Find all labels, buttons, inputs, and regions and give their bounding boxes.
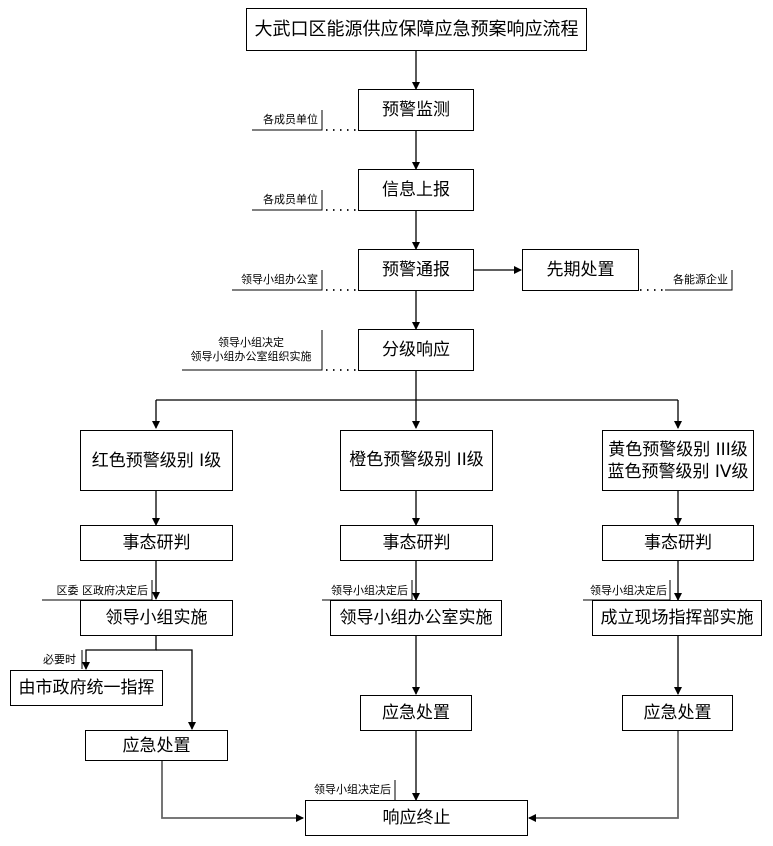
flow-title: 大武口区能源供应保障应急预案响应流程 [246,8,587,51]
note-graded-party-line1: 领导小组决定 [218,336,284,349]
node-warning-monitoring[interactable]: 预警监测 [358,89,474,131]
node-orange-assess[interactable]: 事态研判 [340,525,493,561]
note-orange-decision: 领导小组决定后 [331,584,408,597]
node-warning-notice[interactable]: 预警通报 [358,249,474,291]
node-yellow-blue-level[interactable]: 黄色预警级别 III级 蓝色预警级别 IV级 [602,430,754,491]
node-red-handle[interactable]: 应急处置 [85,730,228,761]
node-orange-handle[interactable]: 应急处置 [360,695,472,731]
blue-level-label: 蓝色预警级别 IV级 [607,461,749,482]
note-bracket-early [665,270,733,291]
red-handle-to-end [161,760,304,822]
node-red-city-command[interactable]: 由市政府统一指挥 [10,670,163,706]
node-red-level[interactable]: 红色预警级别 I级 [80,430,233,491]
yellow-handle-to-end [528,730,679,822]
note-bracket-notice [232,270,323,291]
note-early-party: 各能源企业 [673,273,728,286]
note-report-party: 各成员单位 [263,193,318,206]
node-yellow-assess[interactable]: 事态研判 [602,525,754,561]
red-implement-to-handle [156,649,196,730]
note-monitoring-party: 各成员单位 [263,113,318,126]
node-early-response[interactable]: 先期处置 [522,249,639,291]
note-yellow-decision: 领导小组决定后 [590,584,667,597]
node-response-end[interactable]: 响应终止 [305,800,528,836]
node-yellow-implement[interactable]: 成立现场指挥部实施 [592,600,762,636]
note-bracket-monitoring [252,110,323,131]
node-info-report[interactable]: 信息上报 [358,169,474,211]
node-graded-response[interactable]: 分级响应 [358,329,474,371]
note-bracket-report [252,190,323,211]
node-orange-level[interactable]: 橙色预警级别 II级 [340,430,493,491]
node-red-implement[interactable]: 领导小组实施 [80,600,233,636]
note-graded-party-line2: 领导小组办公室组织实施 [190,350,312,363]
note-notice-party: 领导小组办公室 [241,273,318,286]
node-orange-implement[interactable]: 领导小组办公室实施 [330,600,502,636]
note-bracket-graded [182,330,323,371]
yellow-level-label: 黄色预警级别 III级 [608,439,748,460]
note-end-decision: 领导小组决定后 [314,783,391,796]
note-red-decision: 区委 区政府决定后 [56,584,149,597]
red-implement-split [82,635,157,670]
note-red-necessary: 必要时 [43,653,76,666]
node-yellow-handle[interactable]: 应急处置 [622,695,733,731]
node-red-assess[interactable]: 事态研判 [80,525,233,561]
